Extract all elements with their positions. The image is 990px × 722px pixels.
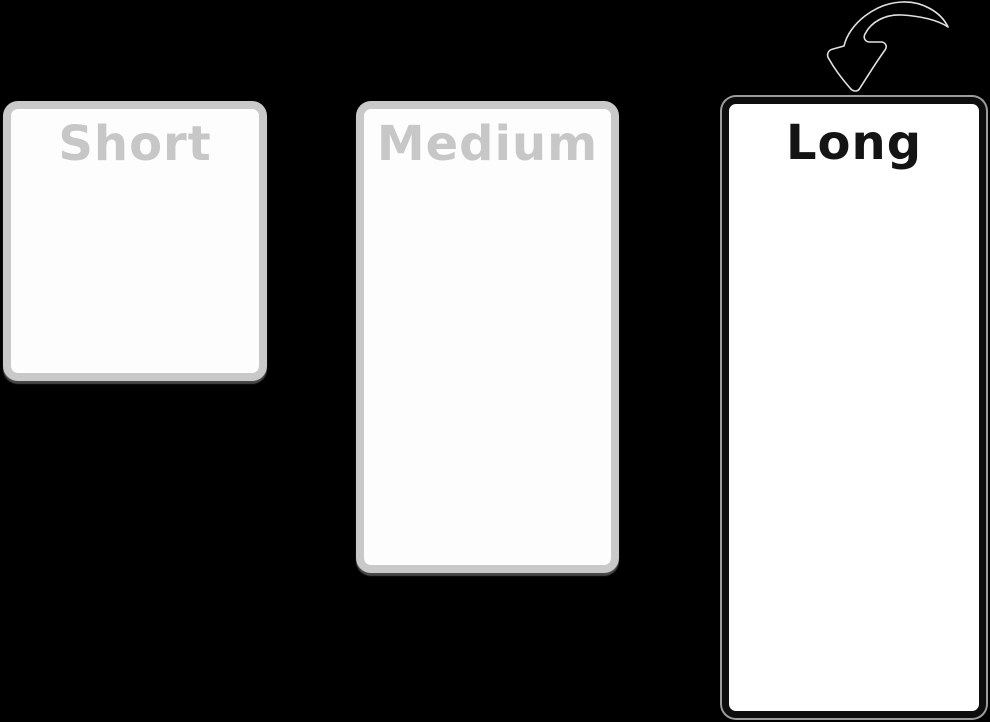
card-medium: Medium bbox=[356, 101, 619, 573]
curved-arrow-icon bbox=[826, 1, 949, 92]
card-long: Long bbox=[722, 97, 986, 718]
card-long-label: Long bbox=[785, 115, 923, 171]
card-medium-label: Medium bbox=[376, 116, 599, 172]
card-short-label: Short bbox=[58, 116, 212, 172]
card-short: Short bbox=[3, 101, 267, 381]
